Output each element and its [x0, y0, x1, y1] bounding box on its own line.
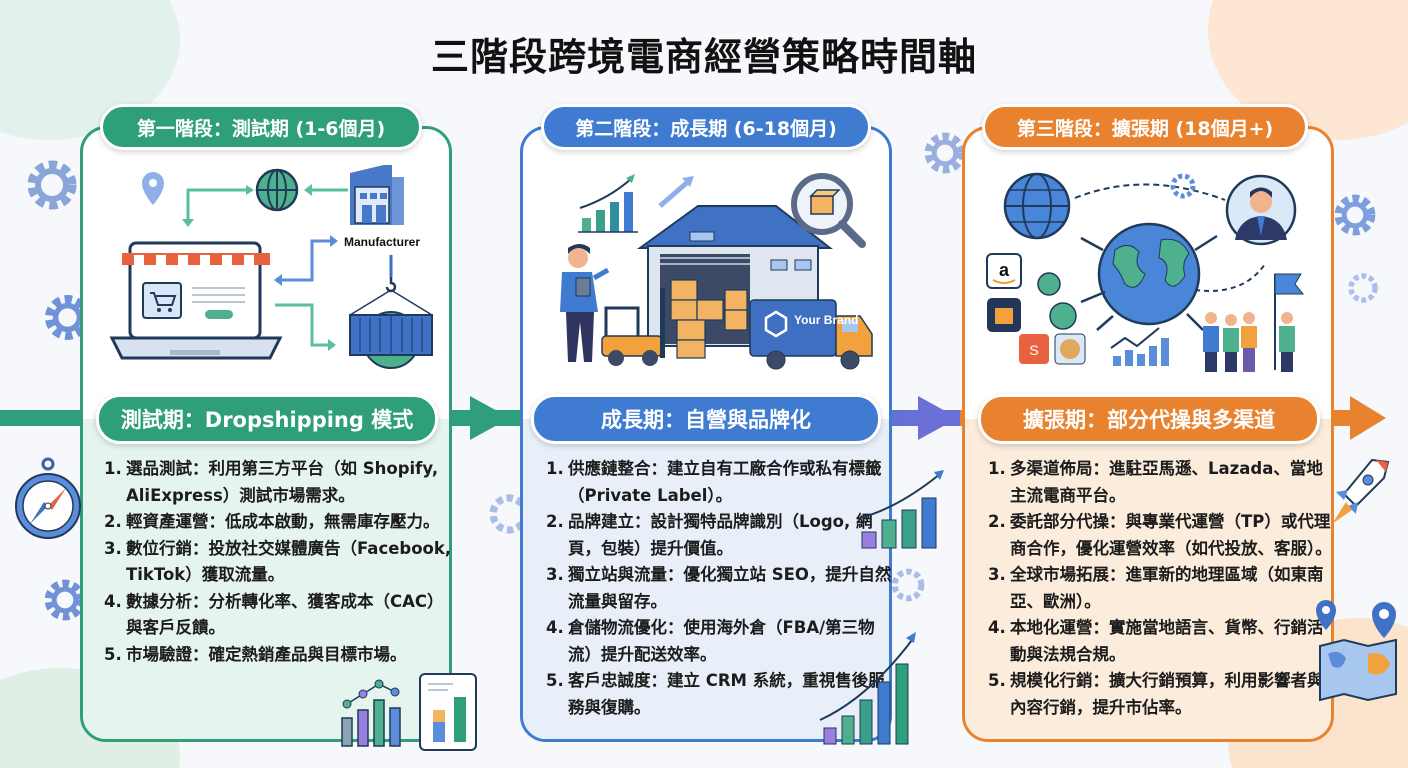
list-item: 3.全球市場拓展：進軍新的地理區域（如東南亞、歐洲）。: [988, 565, 1324, 611]
magnifier-box-icon: [791, 173, 866, 248]
timeline-arrow-icon: [470, 396, 510, 440]
global-expansion-illustration: a S: [986, 172, 1305, 372]
shopee-icon: S: [1019, 334, 1049, 364]
stage-1-strategy-list: 1.選品測試：利用第三方平台（如 Shopify, AliExpress）測試市…: [104, 456, 454, 668]
marketplace-icon: [1054, 333, 1086, 365]
compass-icon: [15, 457, 81, 539]
dropshipping-illustration: Manufacturer: [109, 165, 433, 369]
stage-2-content-bg: [523, 419, 889, 739]
globe-icon: [255, 168, 299, 212]
list-item: 2.輕資產運營：低成本啟動，無需庫存壓力。: [104, 512, 440, 531]
stage-2-strategy-list: 1.供應鏈整合：建立自有工廠合作或私有標籤（Private Label）。 2.…: [546, 456, 896, 721]
earth-icon: [1097, 222, 1201, 326]
timeline-arrow-icon: [918, 396, 958, 440]
growth-chart-icon: [1110, 327, 1169, 366]
boxes-icon: [670, 279, 748, 359]
stage-1-content-bg: [83, 419, 449, 739]
list-item: 5.規模化行銷：擴大行銷預算，利用影響者與內容行銷，提升市佔率。: [988, 671, 1324, 717]
gear-icon: [1170, 173, 1196, 199]
gear-icon: [1348, 273, 1378, 303]
warehouse-illustration: Your Brand: [560, 173, 873, 370]
gear-icon: [924, 132, 966, 174]
stage-3-strategy-list: 1.多渠道佈局：進駐亞馬遜、Lazada、當地主流電商平台。 2.委託部分代操：…: [988, 456, 1338, 721]
list-item: 3.數位行銷：投放社交媒體廣告（Facebook, TikTok）獲取流量。: [104, 538, 452, 585]
shopping-bag-icon: [987, 298, 1021, 332]
stage-3-content-bg: [965, 419, 1331, 739]
list-item: 5.市場驗證：確定熱銷產品與目標市場。: [104, 644, 407, 664]
shopping-cart-icon: [150, 292, 177, 312]
gear-icon: [27, 160, 77, 210]
stage-1-mode-label: 測試期：Dropshipping 模式: [96, 394, 438, 444]
forklift-icon: [601, 288, 665, 366]
crane-hook-icon: [385, 277, 397, 293]
gear-icon: [1334, 194, 1376, 236]
gear-icon: [891, 568, 925, 602]
list-item: 5.客戶忠誠度：建立 CRM 系統，重視售後服務與復購。: [546, 671, 885, 717]
page-title: 三階段跨境電商經營策略時間軸: [430, 35, 977, 79]
growth-chart-icon: [819, 632, 916, 745]
brand-logo-icon: [764, 310, 788, 338]
world-globe-icon: [1003, 172, 1071, 240]
stage-2-header: 第二階段：成長期 (6-18個月): [541, 104, 871, 150]
laptop-storefront-icon: [109, 241, 283, 360]
worker-clipboard-icon: [560, 244, 610, 362]
manufacturer-label: Manufacturer: [344, 235, 420, 249]
stage-2-mode-label: 成長期：自營與品牌化: [531, 394, 881, 444]
factory-icon: [350, 165, 404, 225]
stage-1-header: 第一階段：測試期 (1-6個月): [100, 104, 422, 150]
list-item: 2.品牌建立：設計獨特品牌識別（Logo, 網頁，包裝）提升價值。: [546, 512, 873, 558]
team-flag-icon: [1203, 273, 1305, 372]
agent-avatar-icon: [1225, 174, 1297, 246]
growth-chart-icon: [859, 470, 944, 549]
list-item: 2.委託部分代操：與專業代運營（TP）或代理商合作，優化運營效率（如代投放、客服…: [988, 512, 1332, 558]
svg-text:a: a: [999, 260, 1010, 280]
list-item: 1.供應鏈整合：建立自有工廠合作或私有標籤（Private Label）。: [546, 459, 882, 505]
list-item: 4.數據分析：分析轉化率、獲客成本（CAC）與客戶反饋。: [104, 591, 444, 638]
analytics-chart-icon: [341, 673, 477, 751]
map-pins-icon: [1316, 600, 1397, 702]
list-item: 4.本地化運營：實施當地語言、貨幣、行銷活動與法規合規。: [988, 618, 1324, 664]
delivery-truck-icon: Your Brand: [749, 299, 873, 370]
rocket-icon: [1332, 458, 1390, 524]
svg-text:S: S: [1029, 342, 1038, 358]
location-pin-icon: [142, 172, 164, 205]
amazon-icon: a: [986, 253, 1022, 289]
list-item: 1.多渠道佈局：進駐亞馬遜、Lazada、當地主流電商平台。: [988, 459, 1323, 505]
shipping-container-icon: [349, 255, 433, 369]
list-item: 3.獨立站與流量：優化獨立站 SEO，提升自然流量與留存。: [546, 565, 892, 611]
your-brand-label: Your Brand: [794, 313, 858, 327]
stage-3-mode-label: 擴張期：部分代操與多渠道: [978, 394, 1320, 444]
growth-chart-icon: [578, 174, 638, 233]
timeline-arrow-icon: [1350, 396, 1386, 440]
list-item: 4.倉儲物流優化：使用海外倉（FBA/第三物流）提升配送效率。: [546, 618, 875, 664]
list-item: 1.選品測試：利用第三方平台（如 Shopify, AliExpress）測試市…: [104, 459, 439, 505]
stage-3-header: 第三階段：擴張期 (18個月+): [982, 104, 1308, 150]
